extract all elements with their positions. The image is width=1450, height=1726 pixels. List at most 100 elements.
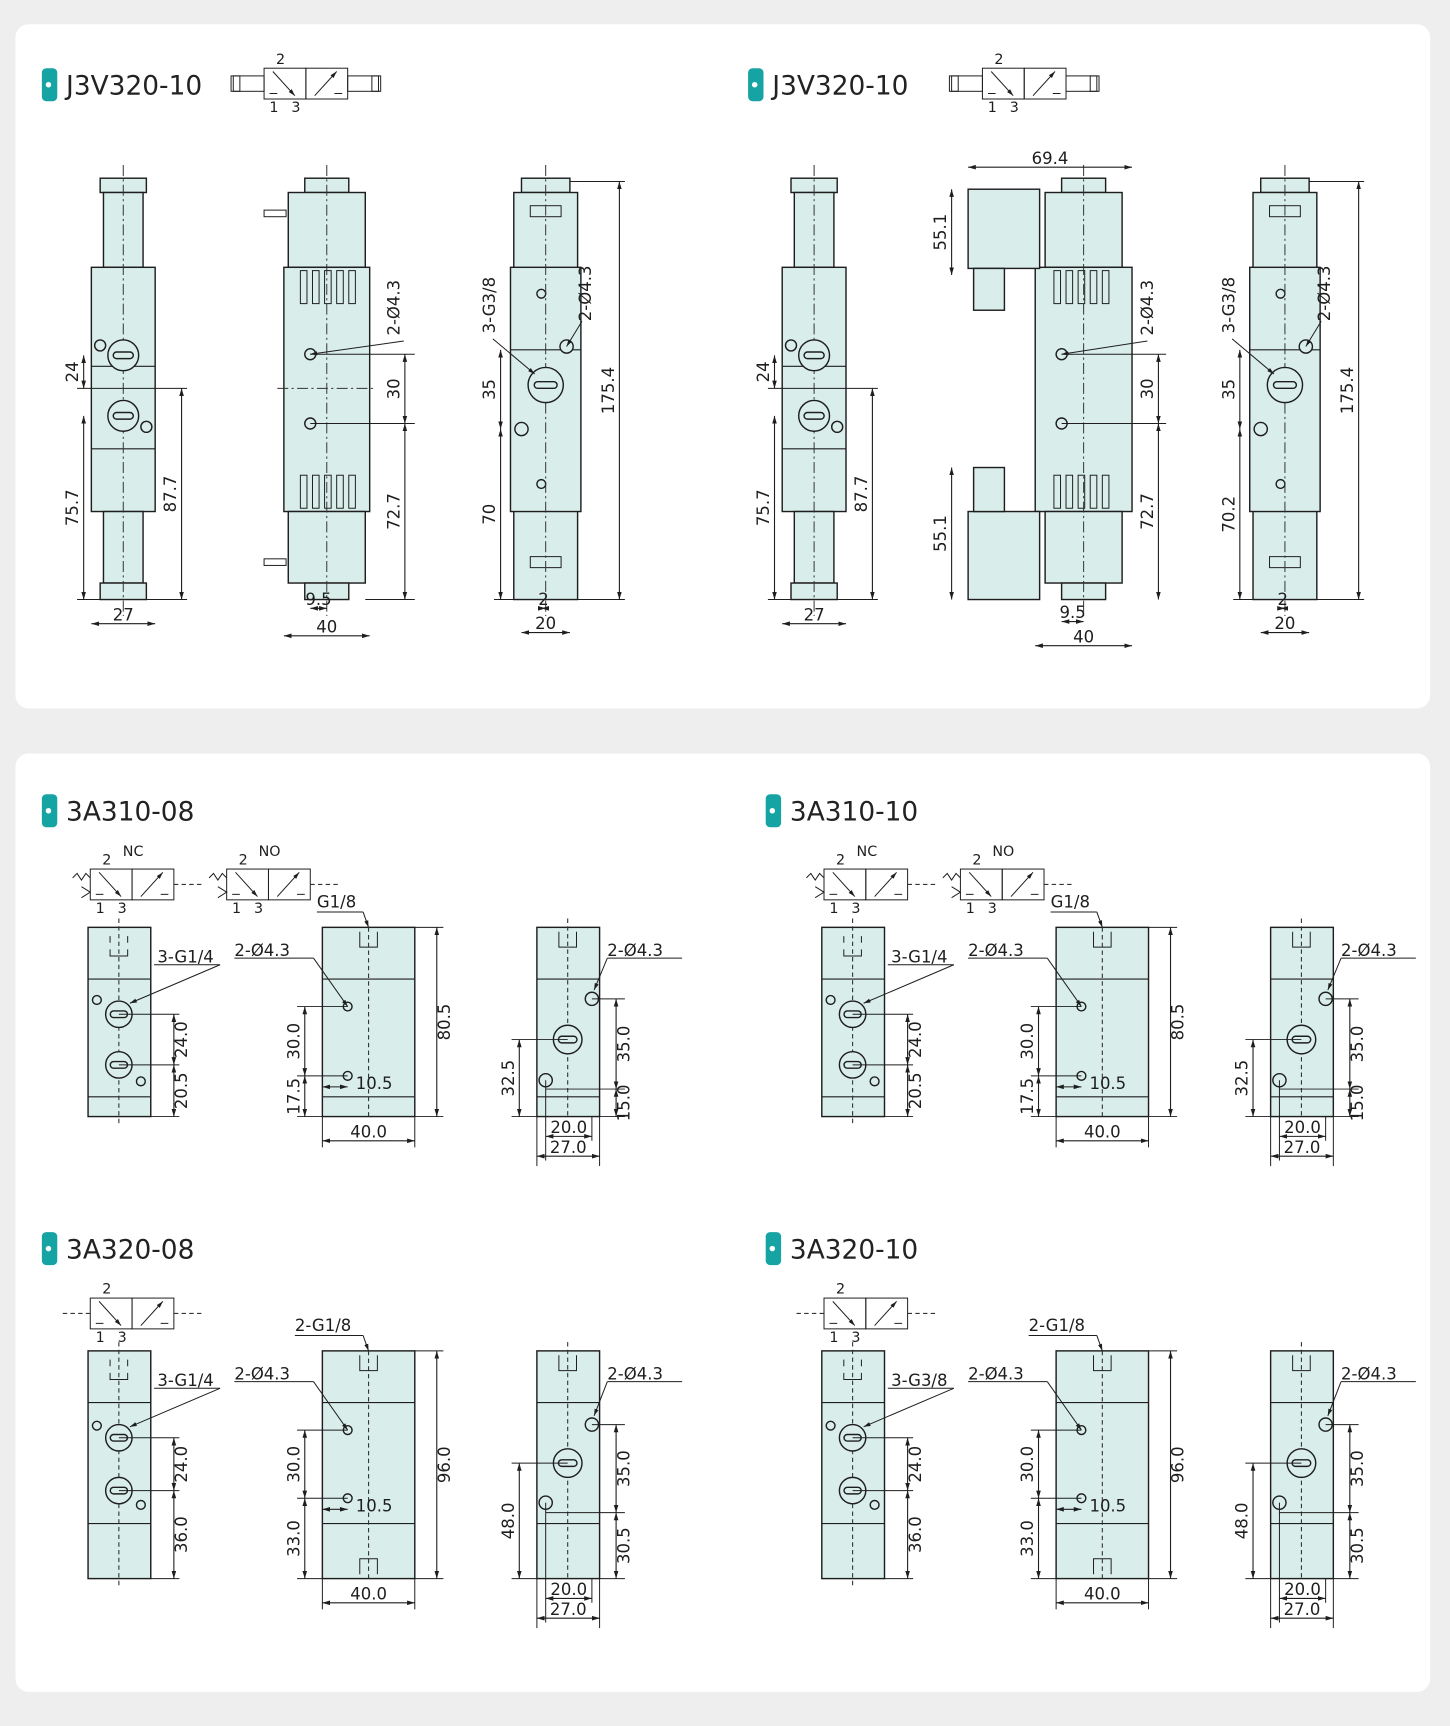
end-view: 2-Ø4.335.015.032.520.027.0 (1233, 918, 1416, 1167)
valve-body (321, 1350, 416, 1580)
port-number: 1 (96, 901, 105, 917)
port-number: 3 (118, 1330, 127, 1346)
line (272, 71, 296, 97)
port-hidden (558, 1355, 577, 1372)
panel-title-3a320-08: 3A320-08 (41, 1232, 194, 1265)
port-number: 3 (118, 901, 127, 917)
front-view: 3-G1/424.036.0 (87, 1342, 221, 1588)
port-number: 2 (972, 853, 981, 869)
dimension-label: 75.7 (63, 489, 82, 526)
hole (135, 1076, 146, 1087)
leader-line (310, 340, 404, 356)
cooling-fin (1089, 474, 1098, 509)
solenoid-box (347, 75, 379, 92)
dimension-label: 30.0 (284, 1023, 303, 1060)
dimension-label: 9.5 (1059, 603, 1085, 622)
panel-title-3a310-10: 3A310-10 (765, 794, 918, 828)
leader-line (313, 957, 349, 1007)
cooling-fin (324, 270, 332, 305)
din-connector-top (967, 188, 1041, 270)
exhaust-icon (217, 886, 228, 899)
valve-type-label: NO (259, 844, 281, 860)
hole (784, 339, 798, 352)
callout-label: 2-Ø4.3 (1341, 1364, 1397, 1383)
dimension-label: 40 (316, 618, 337, 637)
port-slot (803, 351, 825, 360)
callout-label: 2-Ø4.3 (1138, 280, 1157, 336)
side-view: 2-Ø4.32-G1/830.033.010.596.040.0 (234, 1316, 454, 1610)
port-number: 2 (102, 853, 111, 869)
dimension-label: 20 (535, 614, 556, 633)
dimension-label: 35 (1219, 379, 1238, 400)
line (140, 872, 164, 897)
hole (91, 1420, 102, 1431)
solenoid-box (951, 75, 983, 92)
dimension-label: 27.0 (1284, 1600, 1321, 1619)
solenoid-coil (1089, 75, 1100, 92)
cooling-fin (1053, 474, 1062, 509)
title-marker-dot (45, 81, 52, 88)
line (832, 1301, 856, 1326)
callout-label: 2-Ø4.3 (384, 280, 403, 336)
dimension-label: 70 (480, 504, 499, 525)
line (1032, 71, 1056, 97)
dimension-label: 10.5 (356, 1496, 393, 1515)
callout-label: 3-G3/8 (480, 277, 499, 333)
port-hidden (843, 936, 862, 957)
leader-line (566, 320, 583, 347)
hole (514, 421, 529, 437)
line (832, 872, 856, 897)
exhaust-icon (951, 886, 962, 899)
leader-line (1231, 338, 1275, 375)
dimension-label: 87.7 (161, 476, 180, 513)
hole (135, 1499, 146, 1511)
leader-line (1061, 340, 1148, 356)
dimension-label: 20.5 (906, 1072, 925, 1109)
callout-label: 2-Ø4.3 (1341, 941, 1397, 960)
spring-icon (208, 872, 228, 881)
solenoid-coil (230, 75, 241, 92)
callout-label: 2-Ø4.3 (234, 941, 290, 960)
callout-label: 3-G3/8 (891, 1371, 947, 1390)
line (314, 71, 338, 97)
leader-line (1327, 1381, 1342, 1416)
hole (869, 1076, 880, 1087)
dimension-label: 175.4 (599, 367, 618, 414)
dimension-label: 36.0 (172, 1516, 191, 1553)
panel-title-j3v320-10-a: J3V320-10 (41, 68, 202, 102)
port-number: 2 (836, 853, 845, 869)
hole (825, 1420, 836, 1431)
callout-label: 2-Ø4.3 (968, 1364, 1024, 1383)
dimension-label: 36.0 (906, 1516, 925, 1553)
dimension-label: 75.7 (754, 489, 773, 526)
dimension-label: 9.5 (305, 590, 331, 609)
dimension-label: 40.0 (350, 1122, 387, 1141)
dimension-label: 33.0 (1018, 1520, 1037, 1557)
callout-label: 2-Ø4.3 (1315, 266, 1334, 322)
line (874, 872, 897, 897)
side-view: 2-Ø4.32-G1/830.033.010.596.040.0 (968, 1316, 1188, 1610)
cooling-fin (336, 474, 344, 509)
cooling-fin (1101, 474, 1110, 509)
dimension-label: 24.0 (172, 1446, 191, 1483)
leader-line (129, 964, 221, 1004)
pilot-icon (1275, 478, 1286, 490)
cooling-fin (348, 474, 356, 509)
line (874, 1301, 897, 1326)
title-marker-dot (769, 807, 776, 814)
cooling-fin (1053, 270, 1062, 305)
leader-line (593, 957, 608, 991)
port-slot (112, 351, 134, 360)
hole (91, 994, 102, 1006)
port-number: 1 (829, 901, 838, 917)
panel-title-3a310-08: 3A310-08 (41, 794, 194, 828)
dimension-label: 20 (1274, 614, 1295, 633)
pilot-icon (1275, 288, 1286, 299)
leader-line (863, 1387, 955, 1428)
